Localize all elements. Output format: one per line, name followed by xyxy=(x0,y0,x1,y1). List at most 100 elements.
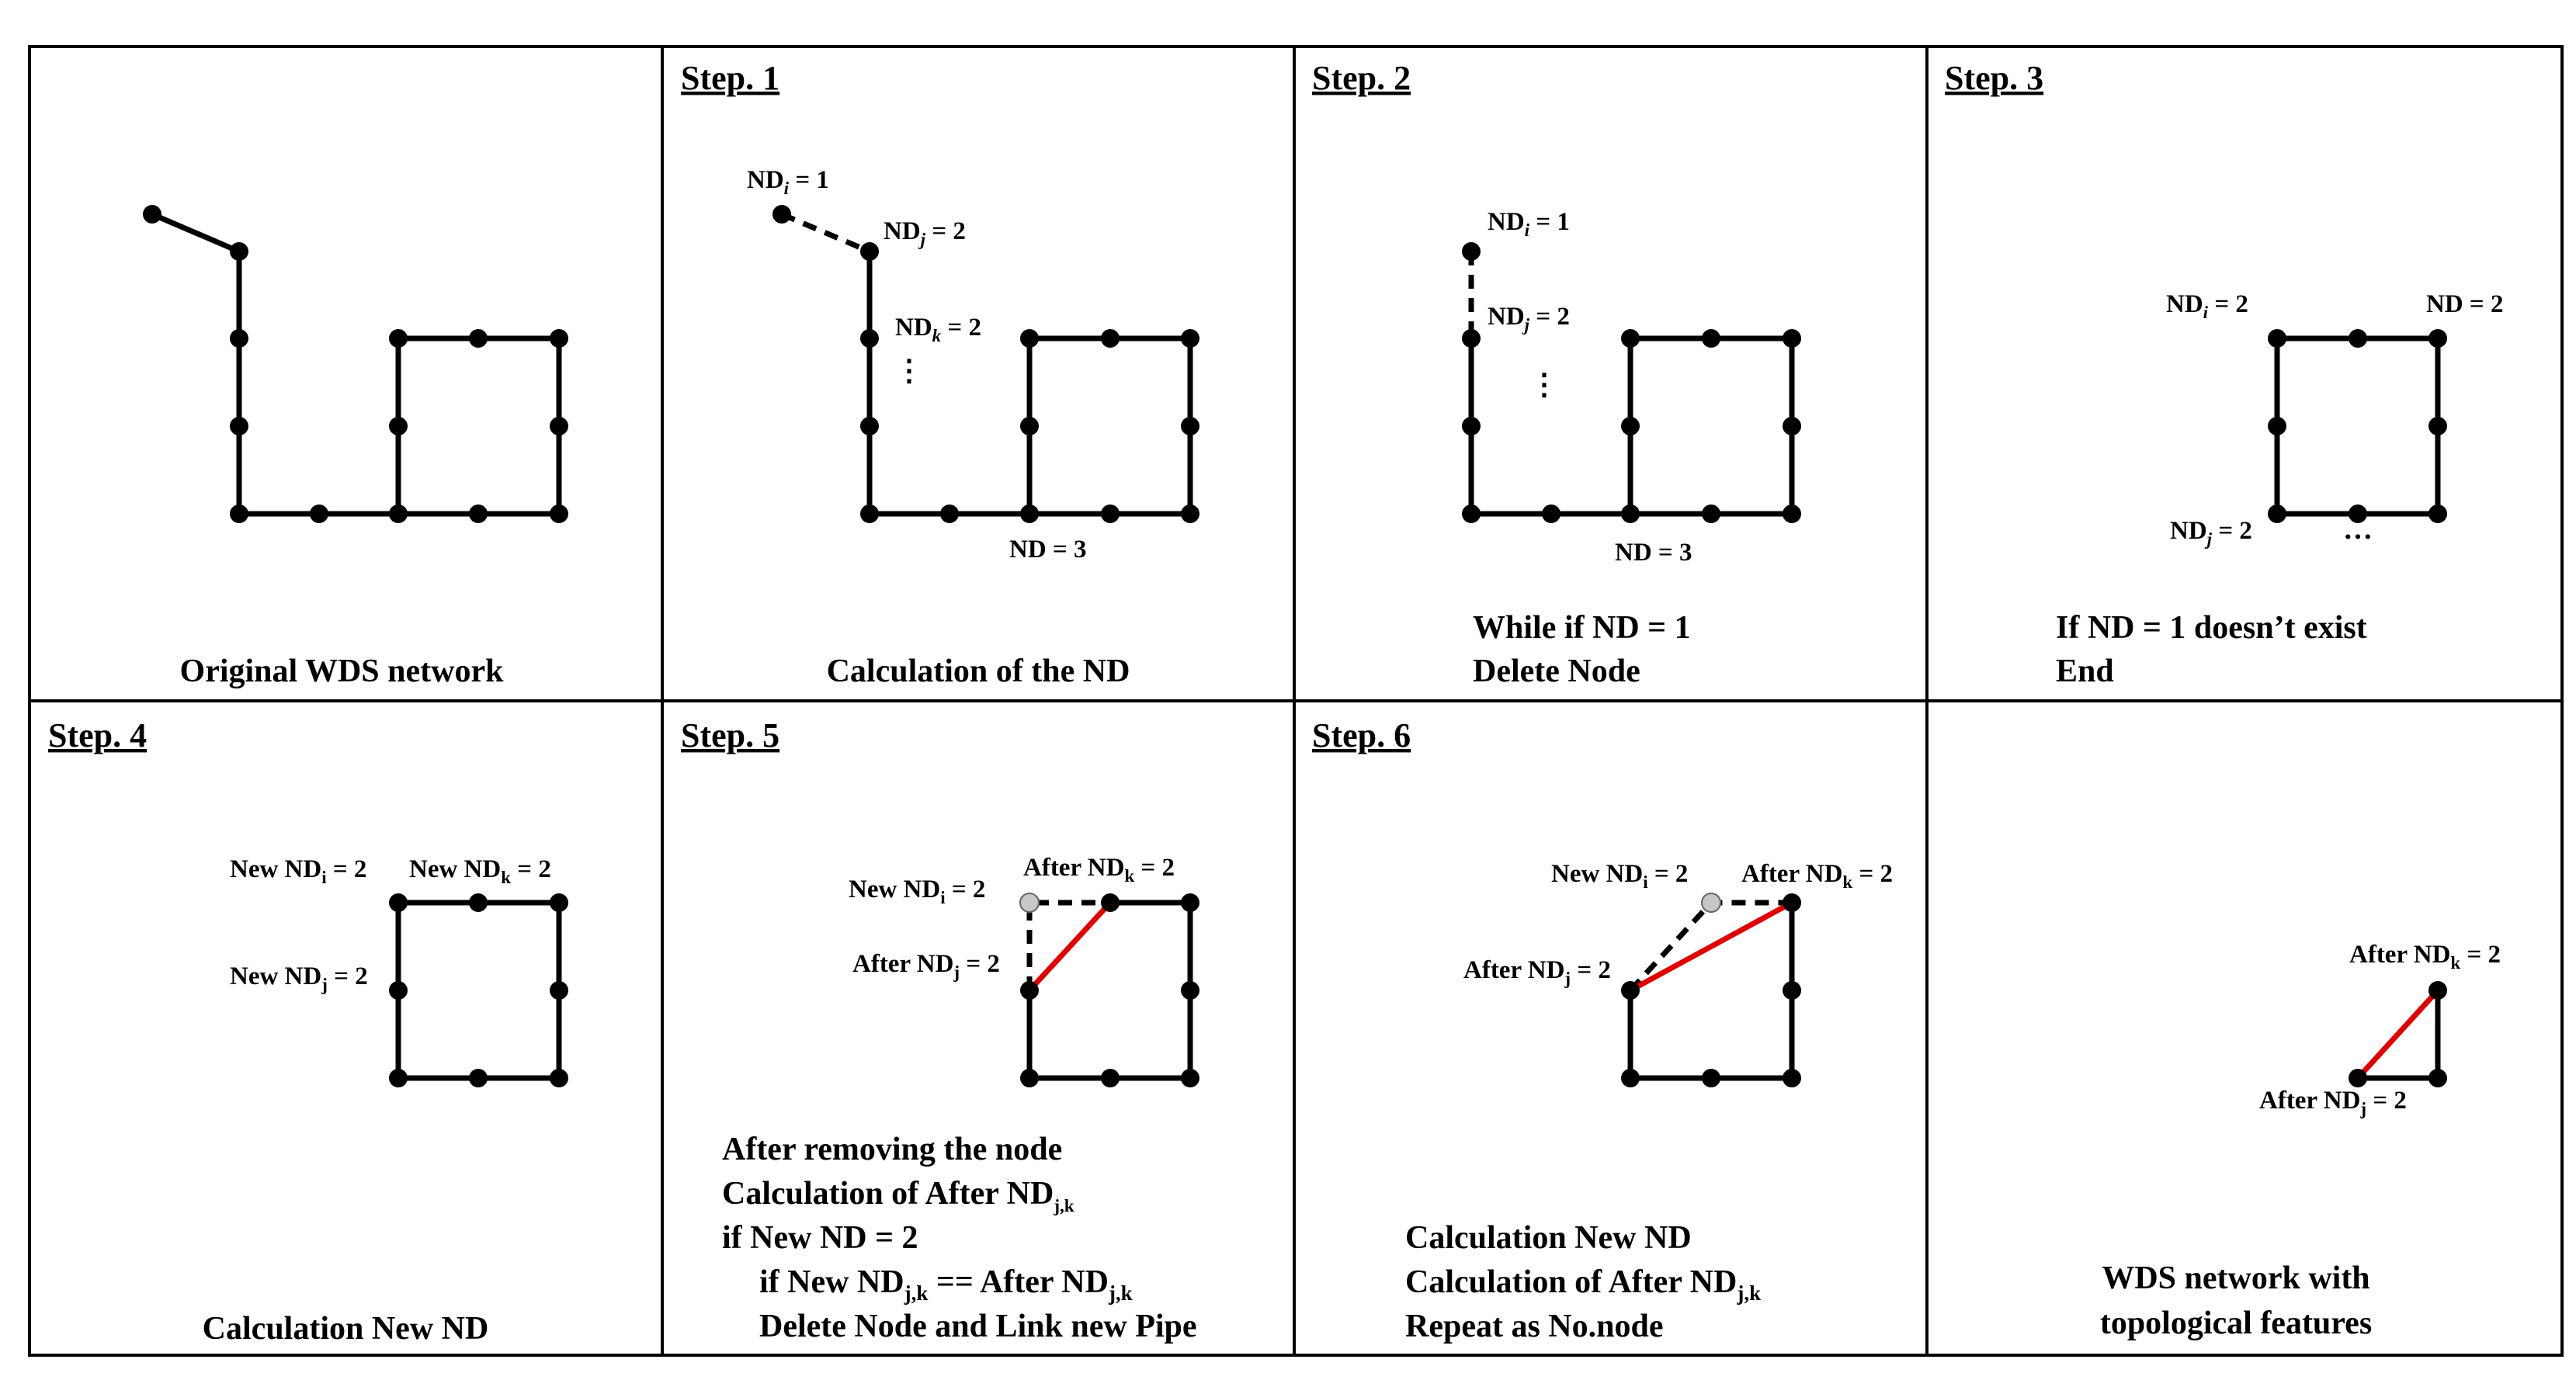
node-label-ndj: After NDj = 2 xyxy=(852,950,1000,982)
network-nodes xyxy=(772,205,1199,523)
new-pipe xyxy=(1026,900,1113,993)
network-nodes xyxy=(2349,981,2447,1087)
node-label-ndj: After NDj = 2 xyxy=(1463,956,1611,988)
panel-step-3: Step. 3 NDi = 2 ND = 2 NDj = 2 … If ND =… xyxy=(1945,59,2503,689)
node xyxy=(940,505,959,523)
node-label-ndj: After NDj = 2 xyxy=(2259,1087,2407,1118)
node xyxy=(1621,417,1640,435)
node xyxy=(1101,329,1120,348)
new-pipe xyxy=(1627,900,1795,993)
node xyxy=(469,893,488,912)
node xyxy=(550,981,568,1000)
node xyxy=(1020,505,1039,523)
node xyxy=(2428,417,2447,435)
panel-caption-line-2: Calculation of After NDj,k xyxy=(1405,1264,1761,1305)
node xyxy=(1181,981,1199,1000)
node xyxy=(860,417,879,435)
vertical-ellipsis: ⋮ xyxy=(894,355,924,387)
node xyxy=(1181,1069,1199,1087)
node-label-nd3: ND = 3 xyxy=(1009,536,1086,563)
node-label-ndk: After NDk = 2 xyxy=(2349,941,2501,973)
node-label-ndj: New NDj = 2 xyxy=(230,962,368,994)
panel-caption-line-4: if New NDj,k == After NDj,k xyxy=(759,1264,1133,1305)
network-pipes xyxy=(149,211,564,517)
removed-node xyxy=(1701,893,1721,913)
network-nodes xyxy=(389,893,568,1087)
node xyxy=(2268,417,2286,435)
pipe-loop xyxy=(2274,335,2441,517)
step-title: Step. 6 xyxy=(1312,716,1411,754)
panel-caption-line-5: Delete Node and Link new Pipe xyxy=(759,1309,1197,1344)
node xyxy=(2428,505,2447,523)
network-nodes xyxy=(143,205,568,523)
node-label-ndj: NDj = 2 xyxy=(884,217,966,249)
node xyxy=(1462,242,1481,261)
step-title: Step. 2 xyxy=(1312,59,1411,97)
node xyxy=(860,329,879,348)
node xyxy=(310,505,328,523)
node xyxy=(389,893,408,912)
node xyxy=(2428,1069,2447,1087)
node xyxy=(1621,329,1640,348)
panel-step-6: Step. 6 New NDi = 2 After NDk = 2 After … xyxy=(1312,716,1893,1344)
node xyxy=(2349,505,2367,523)
node xyxy=(1462,417,1481,435)
pipe-loop xyxy=(1627,335,1795,517)
node xyxy=(550,1069,568,1087)
node xyxy=(469,329,488,348)
panel-caption-line-3: Repeat as No.node xyxy=(1405,1309,1664,1344)
panel-caption-line-1: Calculation New ND xyxy=(1405,1220,1692,1256)
node xyxy=(1462,505,1481,523)
node xyxy=(1621,505,1640,523)
node xyxy=(389,329,408,348)
node xyxy=(1702,1069,1720,1087)
network-pipes xyxy=(1468,251,1797,517)
node xyxy=(1101,1069,1120,1087)
pipe xyxy=(1026,900,1193,1081)
node-label-ndi: New NDi = 2 xyxy=(230,855,366,887)
node xyxy=(550,505,568,523)
node-label-nd: ND = 2 xyxy=(2426,290,2503,318)
step-title: Step. 4 xyxy=(48,716,147,754)
panel-caption-line-2: Calculation of After NDj,k xyxy=(722,1176,1074,1215)
node-label-ndi: NDi = 2 xyxy=(2166,290,2248,322)
node xyxy=(1020,981,1039,1000)
panel-final-network: After NDk = 2 After NDj = 2 WDS network … xyxy=(2100,941,2501,1341)
panel-caption-line-3: if New ND = 2 xyxy=(722,1220,918,1256)
node xyxy=(1621,1069,1640,1087)
node xyxy=(1621,981,1640,1000)
network-pipes xyxy=(1627,900,1795,1081)
network-pipes xyxy=(2355,987,2441,1081)
network-nodes xyxy=(1019,893,1199,1087)
pipe-loop xyxy=(395,335,562,517)
node xyxy=(1702,505,1720,523)
node xyxy=(1181,893,1199,912)
node xyxy=(143,205,161,224)
panel-caption-line-2: Delete Node xyxy=(1473,654,1640,689)
node xyxy=(230,417,248,435)
node-label-ndk: New NDk = 2 xyxy=(409,855,551,887)
node xyxy=(550,417,568,435)
node xyxy=(550,329,568,348)
node xyxy=(2428,329,2447,348)
pipe xyxy=(1627,900,1795,1081)
panel-caption-line-1: After removing the node xyxy=(722,1132,1062,1167)
node-label-ndj: NDj = 2 xyxy=(1488,303,1570,335)
network-nodes xyxy=(1462,242,1801,523)
dangling-pipe xyxy=(780,211,871,255)
node xyxy=(1783,1069,1801,1087)
network-pipes xyxy=(780,211,1195,517)
pipe-loop xyxy=(395,900,562,1081)
node-label-ndk: After NDk = 2 xyxy=(1023,854,1175,886)
node xyxy=(1702,329,1720,348)
node xyxy=(469,505,488,523)
node xyxy=(1181,329,1199,348)
node xyxy=(230,505,248,523)
step-title: Step. 5 xyxy=(681,716,779,754)
removed-node xyxy=(1019,893,1040,913)
node xyxy=(2428,981,2447,1000)
panel-caption-line-2: End xyxy=(2056,654,2114,689)
node xyxy=(1783,417,1801,435)
node-label-ndi: New NDi = 2 xyxy=(849,876,985,907)
node xyxy=(1181,417,1199,435)
